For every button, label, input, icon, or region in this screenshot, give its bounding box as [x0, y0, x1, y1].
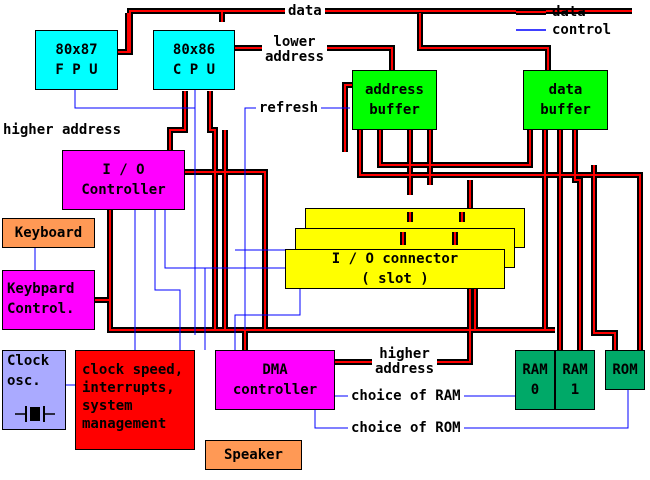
choice-of-ram-label: choice of RAM — [348, 389, 464, 404]
legend-swatches — [516, 9, 546, 31]
crystal-icon — [15, 406, 55, 422]
keyboard-block: Keyboard — [2, 218, 95, 248]
legend-data-label: data — [552, 4, 586, 20]
ram-1-block: RAM 1 — [555, 350, 595, 410]
higher-address-left-label: higher address — [0, 123, 125, 138]
rom-block: ROM — [605, 350, 645, 390]
higher-address-right-label: higher address — [372, 347, 438, 377]
data-bus-label: data — [285, 4, 325, 19]
data-buffer-block: data buffer — [523, 70, 608, 130]
address-buffer-block: address buffer — [352, 70, 437, 130]
fpu-block: 80x87 F P U — [35, 30, 118, 90]
choice-of-rom-label: choice of ROM — [348, 421, 464, 436]
speaker-block: Speaker — [205, 440, 302, 470]
control-lines — [34, 90, 629, 429]
refresh-label: refresh — [256, 101, 322, 116]
data-bus-lines — [95, 8, 643, 365]
cpu-block: 80x86 C P U — [153, 30, 235, 90]
io-controller-block: I / O Controller — [62, 150, 185, 210]
system-management-block: clock speed, interrupts, system manageme… — [75, 350, 195, 450]
keyboard-control-block: Keybpard Control. — [2, 270, 95, 330]
dma-controller-block: DMA controller — [215, 350, 335, 410]
ram-0-block: RAM 0 — [515, 350, 555, 410]
legend-control-label: control — [552, 22, 612, 38]
clock-oscillator-block: Clock osc. — [2, 350, 66, 430]
lower-address-label: lower address — [262, 35, 328, 65]
io-connector-block: I / O connector ( slot ) — [285, 249, 505, 289]
